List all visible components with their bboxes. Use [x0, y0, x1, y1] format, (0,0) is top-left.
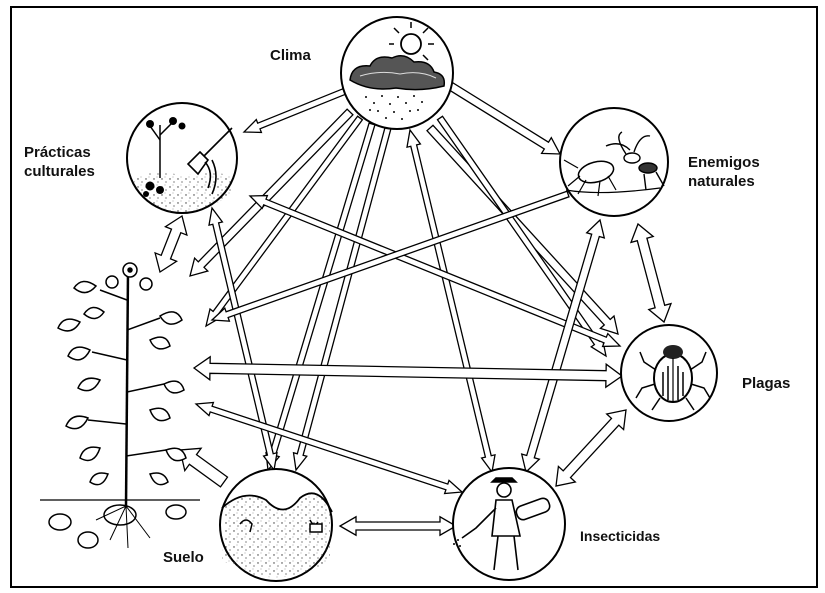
enemigos-label-line2: naturales	[688, 172, 760, 191]
double-arrow	[155, 216, 187, 272]
enemigos-label-line1: Enemigos	[688, 153, 760, 172]
leaf-cluster	[58, 281, 186, 484]
insecticidas-node	[453, 468, 565, 580]
tuber-icon	[49, 505, 186, 548]
arrow	[294, 127, 391, 470]
double-arrow	[340, 517, 456, 535]
practicas-label-line1: Prácticas	[24, 143, 95, 162]
enemigos-node	[560, 108, 668, 216]
double-arrow	[196, 403, 462, 494]
practicas-label: Prácticas culturales	[24, 143, 95, 181]
enemigos-label: Enemigos naturales	[688, 153, 760, 191]
practicas-label-line2: culturales	[24, 162, 95, 181]
clima-node	[341, 17, 453, 129]
arrow	[180, 448, 228, 487]
clima-label: Clima	[270, 46, 311, 65]
practicas-node	[127, 103, 237, 213]
double-arrow	[631, 224, 671, 322]
suelo-label: Suelo	[163, 548, 204, 567]
insecticidas-label: Insecticidas	[580, 527, 660, 546]
double-arrow	[556, 410, 626, 486]
plagas-label: Plagas	[742, 374, 790, 393]
potato-plant-illustration	[40, 263, 200, 548]
plagas-node	[621, 325, 717, 421]
suelo-node	[220, 469, 332, 581]
